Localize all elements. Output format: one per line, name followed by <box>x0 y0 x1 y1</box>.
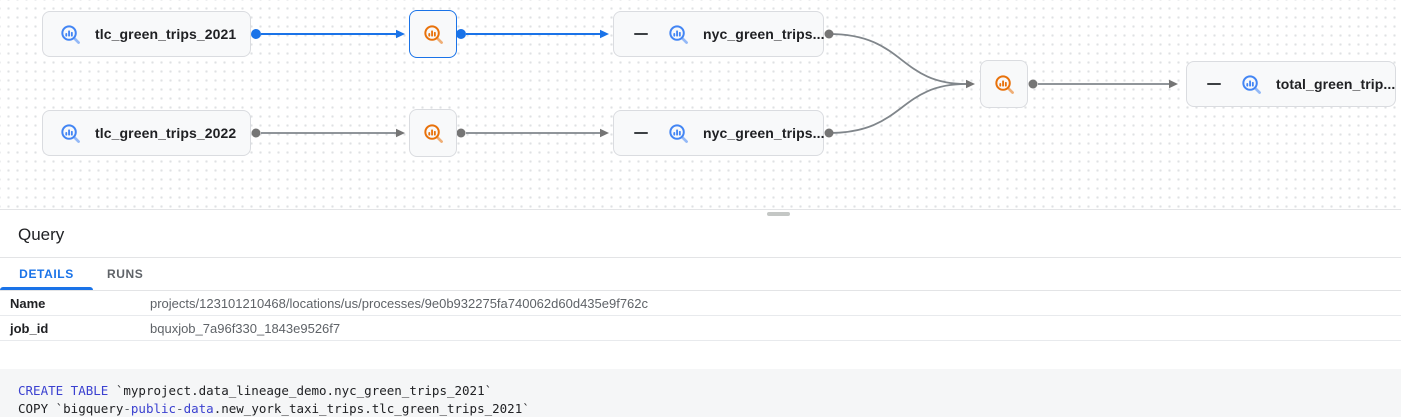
detail-row-label: Name <box>10 295 46 311</box>
process-node-2[interactable] <box>409 109 457 157</box>
code-segment: data <box>183 401 214 416</box>
node-nyc-green-trips-2022[interactable]: nyc_green_trips... <box>613 110 825 156</box>
detail-row-name: Name projects/123101210468/locations/us/… <box>0 291 1401 316</box>
output-port-tlc2022 <box>251 128 261 138</box>
tab-details[interactable]: DETAILS <box>0 258 93 290</box>
details-panel: Query DETAILS RUNS Name projects/1231012… <box>0 210 1401 417</box>
code-segment: `myproject.data_lineage_demo.nyc_green_t… <box>108 383 493 398</box>
node-nyc-green-trips-2021[interactable]: nyc_green_trips... <box>613 11 825 57</box>
code-segment: .new_york_taxi_trips.tlc_green_trips_202… <box>213 401 530 416</box>
tab-details-label: DETAILS <box>19 267 74 281</box>
detail-row-label: job_id <box>10 320 49 336</box>
detail-row-job-id: job_id bquxjob_7a96f330_1843e9526f7 <box>0 316 1401 341</box>
bigquery-table-search-icon <box>668 123 688 143</box>
process-node-3[interactable] <box>980 60 1028 108</box>
node-total-green-trips[interactable]: total_green_trip... <box>1186 61 1396 107</box>
bigquery-table-search-icon <box>668 24 688 44</box>
process-search-icon <box>423 24 443 44</box>
code-segment: - <box>176 401 184 416</box>
collapse-minus-icon[interactable] <box>634 126 648 140</box>
edge-tlc2021-to-process1[interactable] <box>261 29 405 39</box>
detail-row-value: bquxjob_7a96f330_1843e9526f7 <box>150 320 341 336</box>
sql-code-block: CREATE TABLE `myproject.data_lineage_dem… <box>0 369 1401 417</box>
edge-layer <box>251 29 1178 138</box>
code-segment: public <box>130 401 177 416</box>
process-search-icon <box>423 123 443 143</box>
bigquery-table-search-icon <box>60 123 80 143</box>
code-segment: CREATE TABLE <box>18 383 109 398</box>
edge-nyc2021-to-process3[interactable] <box>828 33 967 85</box>
node-tlc-green-trips-2021[interactable]: tlc_green_trips_2021 <box>42 11 251 57</box>
panel-resize-handle[interactable] <box>767 212 790 216</box>
tab-runs-label: RUNS <box>107 267 144 281</box>
collapse-minus-icon[interactable] <box>1207 77 1221 91</box>
output-port-process1 <box>456 29 466 39</box>
process-search-icon <box>994 74 1014 94</box>
output-port-nyc2021 <box>824 29 834 39</box>
detail-row-value: projects/123101210468/locations/us/proce… <box>150 295 649 311</box>
edge-process1-to-nyc2021[interactable] <box>466 29 609 39</box>
code-segment: COPY `bigquery <box>18 401 124 416</box>
output-port-process3 <box>1028 79 1038 89</box>
node-tlc-green-trips-2022[interactable]: tlc_green_trips_2022 <box>42 110 251 156</box>
edge-process2-to-nyc2022[interactable] <box>466 128 609 138</box>
bigquery-table-search-icon <box>60 24 80 44</box>
lineage-graph-canvas[interactable]: tlc_green_trips_2021 tlc_green_trips_202… <box>0 0 1401 210</box>
panel-title: Query <box>0 210 1401 258</box>
node-label: tlc_green_trips_2021 <box>95 26 237 42</box>
code-segment: - <box>123 401 131 416</box>
output-port-tlc2021 <box>251 29 261 39</box>
node-label: nyc_green_trips... <box>703 26 825 42</box>
edge-process3-to-total[interactable] <box>1038 79 1178 89</box>
output-port-process2 <box>456 128 466 138</box>
code-line: CREATE TABLE `myproject.data_lineage_dem… <box>18 382 1383 400</box>
code-line: COPY `bigquery-public-data.new_york_taxi… <box>18 400 1383 417</box>
process-node-selected[interactable] <box>409 10 457 58</box>
node-label: nyc_green_trips... <box>703 125 825 141</box>
tab-bar: DETAILS RUNS <box>0 258 1401 291</box>
tab-runs[interactable]: RUNS <box>93 258 157 290</box>
bigquery-table-search-icon <box>1241 74 1261 94</box>
edge-tlc2022-to-process2[interactable] <box>261 128 405 138</box>
details-rows: Name projects/123101210468/locations/us/… <box>0 291 1401 341</box>
node-label: tlc_green_trips_2022 <box>95 125 237 141</box>
output-port-nyc2022 <box>824 128 834 138</box>
node-label: total_green_trip... <box>1276 76 1396 92</box>
collapse-minus-icon[interactable] <box>634 27 648 41</box>
edge-nyc2022-to-process3[interactable] <box>828 79 975 134</box>
